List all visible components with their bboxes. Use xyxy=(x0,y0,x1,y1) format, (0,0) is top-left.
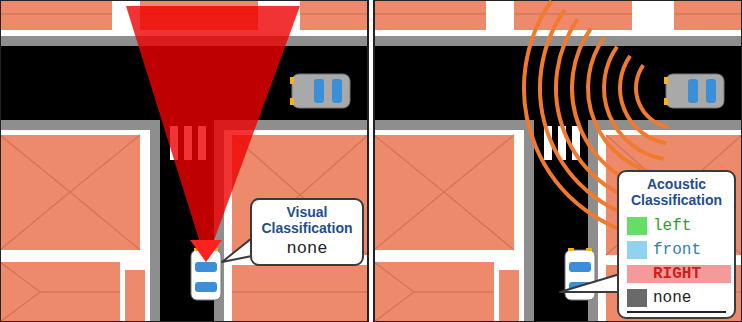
legend-row: front xyxy=(627,238,726,262)
legend-text: none xyxy=(627,289,691,307)
sound-wave xyxy=(588,38,661,175)
callout-box: Visual Classificationnone xyxy=(250,198,364,266)
callout-heading: Acoustic Classification xyxy=(627,176,726,208)
legend-text: front xyxy=(627,241,701,259)
sound-wave xyxy=(636,65,669,127)
legend-text: RIGHT xyxy=(627,265,701,283)
legend-text: left xyxy=(627,217,691,235)
callout-box: Acoustic Classification left frontRIGHT non… xyxy=(617,170,736,319)
class-result: none xyxy=(260,238,354,260)
legend-row: none xyxy=(627,286,726,310)
class-legend: left frontRIGHT none xyxy=(627,214,726,313)
callout-heading: Visual Classification xyxy=(260,204,354,236)
legend-row: RIGHT xyxy=(627,262,726,286)
legend-swatch xyxy=(627,217,647,235)
sound-wave xyxy=(604,47,663,159)
legend-row: left xyxy=(627,214,726,238)
sound-wave xyxy=(620,56,666,143)
legend-swatch xyxy=(627,241,647,259)
legend-rule xyxy=(627,311,726,313)
legend-swatch xyxy=(627,289,647,307)
